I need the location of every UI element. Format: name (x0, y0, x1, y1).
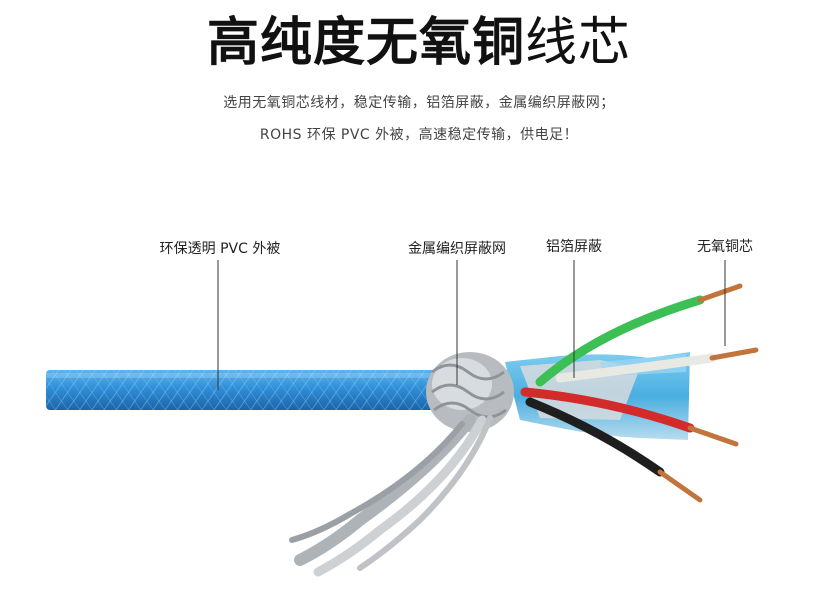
subtitle-line-1: 选用无氧铜芯线材，稳定传输，铝箔屏蔽，金属编织屏蔽网； (223, 95, 615, 111)
subtitle-line-2: ROHS 环保 PVC 外被，高速稳定传输，供电足！ (259, 127, 579, 143)
pvc-jacket (46, 370, 438, 410)
copper-core-white (709, 347, 759, 361)
title-bold-part: 高纯度无氧铜 (206, 13, 525, 73)
inner-wires (520, 283, 759, 503)
copper-core-black (657, 469, 703, 503)
callout-foil-shield: 铝箔屏蔽 (546, 239, 602, 255)
callout-pvc-jacket: 环保透明 PVC 外被 (159, 241, 281, 257)
braid-shield (289, 352, 514, 577)
copper-core-red (687, 425, 739, 447)
copper-core-green (697, 283, 743, 303)
page-title: 高纯度无氧铜线芯 (0, 8, 838, 78)
white-wire (555, 353, 717, 383)
title-light-part: 线芯 (525, 13, 632, 73)
black-wire (525, 397, 665, 477)
red-wire (520, 387, 695, 433)
green-wire (535, 295, 705, 387)
callout-leaders (217, 260, 726, 390)
callout-copper-core: 无氧铜芯 (697, 239, 753, 255)
callout-braid-shield: 金属编织屏蔽网 (408, 241, 506, 257)
